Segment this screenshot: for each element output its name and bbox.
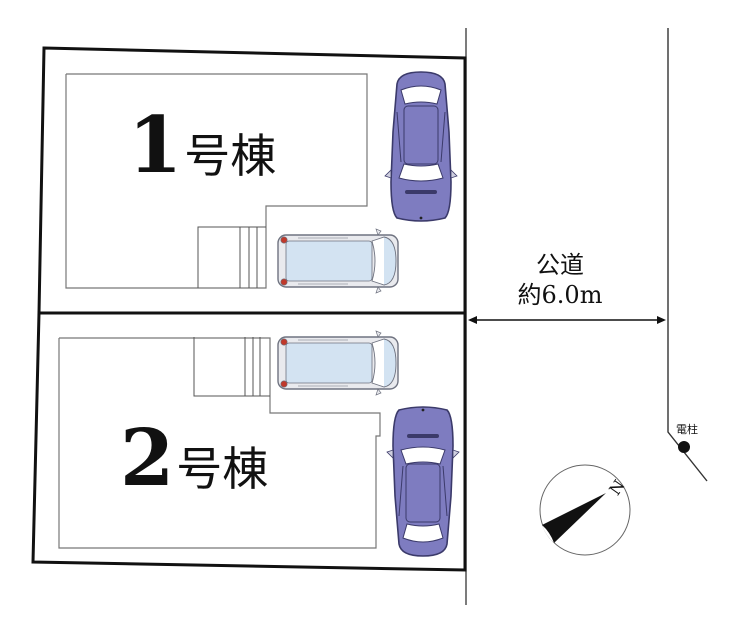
lot-1-label: 1号棟 — [128, 100, 276, 191]
house-1-footprint — [65, 73, 368, 289]
lot-2-label: 2号棟 — [120, 413, 268, 504]
utility-pole-icon — [678, 441, 690, 453]
van-lot-1 — [277, 228, 399, 294]
lot-2-suffix: 号棟 — [176, 442, 269, 496]
road-edge-right — [667, 28, 708, 482]
road-type-label: 公道 — [536, 251, 584, 279]
sedan-lot-1 — [384, 71, 458, 222]
road-width-arrow — [468, 316, 666, 324]
porch-1 — [197, 226, 266, 288]
lot-2-number: 2 — [120, 413, 174, 504]
lot-1-suffix: 号棟 — [184, 129, 277, 183]
van-lot-2 — [277, 330, 399, 396]
lot-2-boundary — [31, 311, 467, 572]
compass-icon — [539, 464, 631, 556]
porch-2 — [193, 337, 270, 397]
road-width-label: 約6.0m — [517, 281, 603, 309]
lot-1-number: 1 — [128, 100, 182, 191]
road-label: 公道 約6.0m — [500, 250, 620, 310]
sedan-lot-2 — [386, 406, 460, 557]
utility-pole-label: 電柱 — [676, 423, 698, 436]
house-2-footprint — [58, 337, 381, 549]
